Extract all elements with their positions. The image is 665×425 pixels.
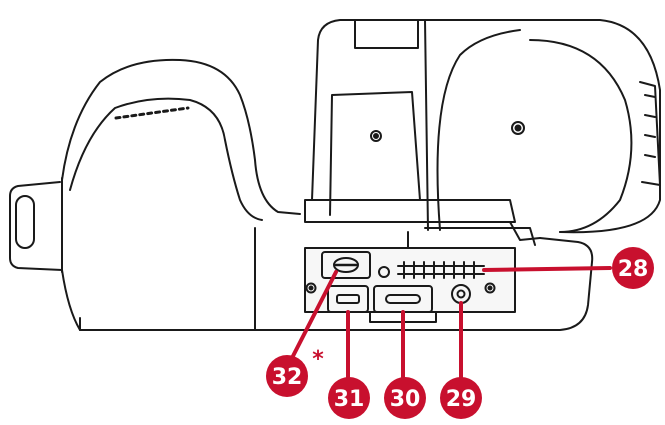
svg-text:29: 29: [446, 387, 477, 412]
leader-line-28: [482, 266, 612, 272]
callout-28: 28: [612, 247, 654, 289]
hand-grip: [61, 58, 301, 331]
footnote-asterisk: *: [312, 347, 324, 372]
viewfinder-housing: [304, 19, 661, 246]
callout-29: 29: [440, 377, 482, 419]
screw-icon: [305, 282, 317, 294]
indicator-led: [378, 266, 390, 278]
callout-30: 30: [384, 377, 426, 419]
vent-grille: [397, 261, 485, 279]
svg-text:32: 32: [272, 365, 303, 390]
leader-line-32: [290, 270, 338, 360]
svg-text:28: 28: [618, 257, 649, 282]
strap-lug: [9, 177, 63, 273]
screw-icon: [370, 130, 382, 142]
camera-body: [79, 227, 594, 331]
svg-text:30: 30: [390, 387, 421, 412]
callout-31: 31: [328, 377, 370, 419]
svg-text:31: 31: [334, 387, 365, 412]
screw-icon: [484, 282, 496, 294]
card-slot: [321, 251, 371, 279]
callout-32: 32: [266, 355, 308, 397]
screw-icon: [511, 121, 525, 135]
